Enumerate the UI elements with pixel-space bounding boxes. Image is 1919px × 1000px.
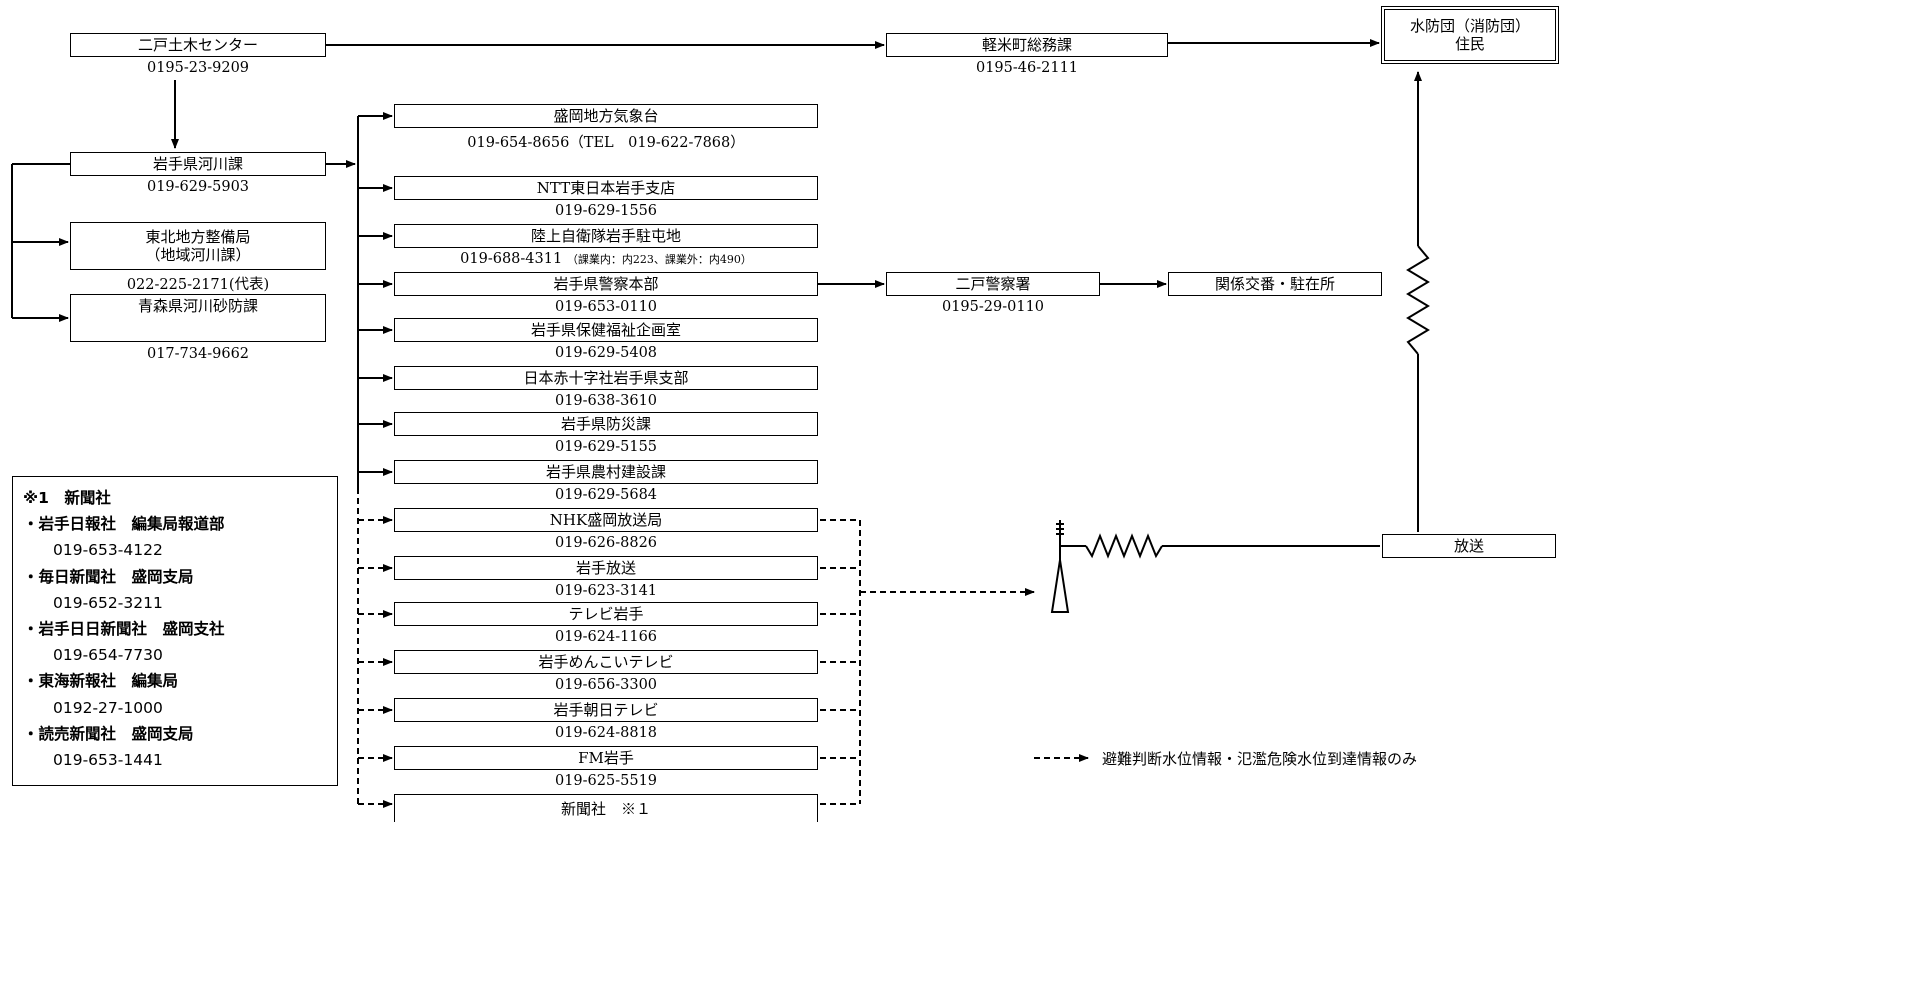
bosai-phone: 019-629-5155 (554, 439, 658, 455)
karumai-somu-box: 軽米町総務課 (886, 33, 1168, 57)
ntt-label: NTT東日本岩手支店 (536, 179, 676, 197)
jieitai-label: 陸上自衛隊岩手駐屯地 (530, 227, 681, 245)
nhk-phone: 019-626-8826 (554, 535, 658, 551)
iwate-kasen-label: 岩手県河川課 (152, 155, 243, 173)
sekijuji-phone: 019-638-3610 (554, 393, 658, 409)
note-item-name: ・岩手日日新聞社 盛岡支社 (23, 620, 225, 639)
kishodai-label: 盛岡地方気象台 (553, 107, 659, 125)
bosai-label: 岩手県防災課 (560, 415, 651, 433)
bosai-box: 岩手県防災課 (394, 412, 818, 436)
suibodan-box: 水防団（消防団） 住民 (1381, 6, 1559, 64)
kishodai-box: 盛岡地方気象台 (394, 104, 818, 128)
sekijuji-label: 日本赤十字社岩手県支部 (523, 369, 689, 387)
aomori-kasen-box: 青森県河川砂防課 (70, 294, 326, 342)
hoken-box: 岩手県保健福祉企画室 (394, 318, 818, 342)
koban-box: 関係交番・駐在所 (1168, 272, 1382, 296)
ntt-phone: 019-629-1556 (554, 203, 658, 219)
aomori-kasen-phone: 017-734-9662 (146, 346, 250, 362)
note-item-name: ・毎日新聞社 盛岡支局 (23, 567, 194, 586)
noson-box: 岩手県農村建設課 (394, 460, 818, 484)
fm-label: FM岩手 (578, 749, 634, 767)
jieitai-ext: （課業内：内223、課業外：内490） (566, 253, 752, 266)
iwate-hoso-label: 岩手放送 (575, 559, 636, 577)
iwate-kasen-phone: 019-629-5903 (146, 179, 250, 195)
fm-box: FM岩手 (394, 746, 818, 770)
jieitai-phone-line: 019-688-4311 （課業内：内223、課業外：内490） (394, 251, 818, 267)
ninohe-keisatsu-phone: 0195-29-0110 (941, 299, 1045, 315)
note-item-phone: 019-654-7730 (53, 646, 163, 665)
ntt-box: NTT東日本岩手支店 (394, 176, 818, 200)
fm-phone: 019-625-5519 (554, 773, 658, 789)
note-item-phone: 019-652-3211 (53, 593, 163, 612)
connector-lines (11, 39, 1430, 808)
note-title: ※1 新聞社 (23, 489, 111, 507)
keisatsu-honbu-phone: 019-653-0110 (554, 299, 658, 315)
tv-iwate-phone: 019-624-1166 (554, 629, 658, 645)
tohoku-seibi-sub: （地域河川課） (145, 246, 251, 264)
ninohe-doboku-phone: 0195-23-9209 (146, 60, 250, 76)
jieitai-phone: 019-688-4311 (460, 251, 563, 267)
ninohe-doboku-label: 二戸土木センター (137, 36, 258, 54)
noson-label: 岩手県農村建設課 (545, 463, 666, 481)
menkoi-label: 岩手めんこいテレビ (538, 653, 674, 671)
suibodan-label: 水防団（消防団） (1409, 17, 1530, 35)
jieitai-box: 陸上自衛隊岩手駐屯地 (394, 224, 818, 248)
note-item-name: ・東海新報社 編集局 (23, 672, 179, 691)
kishodai-phone: 019-654-8656（TEL 019-622-7868） (467, 135, 745, 151)
tohoku-seibi-box: 東北地方整備局 （地域河川課） (70, 222, 326, 270)
menkoi-phone: 019-656-3300 (554, 677, 658, 693)
shinbun-label: 新聞社 ※１ (560, 799, 651, 818)
asahi-phone: 019-624-8818 (554, 725, 658, 741)
asahi-box: 岩手朝日テレビ (394, 698, 818, 722)
karumai-somu-label: 軽米町総務課 (981, 36, 1072, 54)
ninohe-keisatsu-box: 二戸警察署 (886, 272, 1100, 296)
keisatsu-honbu-box: 岩手県警察本部 (394, 272, 818, 296)
note-item-name: ・読売新聞社 盛岡支局 (23, 724, 194, 743)
legend-text: 避難判断水位情報・氾濫危険水位到達情報のみ (1102, 750, 1418, 768)
iwate-hoso-box: 岩手放送 (394, 556, 818, 580)
tv-iwate-label: テレビ岩手 (568, 605, 644, 623)
hoso-box: 放送 (1382, 534, 1556, 558)
note-item-phone: 019-653-4122 (53, 541, 163, 560)
aomori-kasen-label: 青森県河川砂防課 (137, 297, 258, 315)
iwate-kasen-box: 岩手県河川課 (70, 152, 326, 176)
hoken-phone: 019-629-5408 (554, 345, 658, 361)
koban-label: 関係交番・駐在所 (1214, 275, 1335, 293)
note-item-phone: 0192-27-1000 (53, 698, 163, 717)
nhk-box: NHK盛岡放送局 (394, 508, 818, 532)
tohoku-seibi-label: 東北地方整備局 (145, 228, 251, 246)
antenna-icon (1050, 520, 1070, 613)
jumin-label: 住民 (1454, 35, 1485, 53)
newspaper-note: ※1 新聞社 ・岩手日報社 編集局報道部 019-653-4122 ・毎日新聞社… (12, 476, 338, 786)
nhk-label: NHK盛岡放送局 (549, 511, 663, 529)
note-item-phone: 019-653-1441 (53, 751, 163, 770)
sekijuji-box: 日本赤十字社岩手県支部 (394, 366, 818, 390)
menkoi-box: 岩手めんこいテレビ (394, 650, 818, 674)
tohoku-seibi-phone: 022-225-2171(代表) (126, 277, 270, 293)
note-item-name: ・岩手日報社 編集局報道部 (23, 515, 225, 534)
tv-iwate-box: テレビ岩手 (394, 602, 818, 626)
asahi-label: 岩手朝日テレビ (553, 701, 659, 719)
ninohe-keisatsu-label: 二戸警察署 (955, 275, 1031, 293)
shinbun-box: 新聞社 ※１ (394, 794, 818, 822)
noson-phone: 019-629-5684 (554, 487, 658, 503)
karumai-somu-phone: 0195-46-2111 (975, 60, 1079, 76)
iwate-hoso-phone: 019-623-3141 (554, 583, 658, 599)
hoken-label: 岩手県保健福祉企画室 (530, 321, 681, 339)
ninohe-doboku-box: 二戸土木センター (70, 33, 326, 57)
hoso-label: 放送 (1453, 537, 1484, 555)
keisatsu-honbu-label: 岩手県警察本部 (553, 275, 659, 293)
